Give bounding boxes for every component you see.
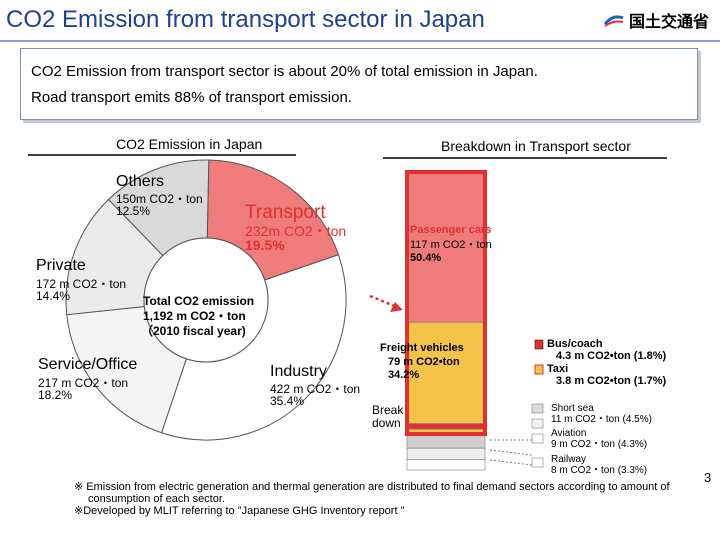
service-pct: 18.2% (38, 388, 73, 402)
dotted-arrow-line (369, 294, 398, 309)
taxi-name: Taxi (547, 363, 569, 375)
service-value: 217 m CO2・ton (38, 376, 129, 390)
transport-name: Transport (245, 202, 326, 223)
taxi-value: 3.8 m CO2•ton (1.7%) (556, 375, 667, 387)
bar-chart (405, 170, 487, 471)
others-pct: 12.5% (116, 204, 151, 218)
service-name: Service/Office (38, 356, 138, 373)
footnote-2: consumption of each sector. (88, 493, 225, 505)
pie-center-hole (143, 237, 269, 363)
title-rule (0, 40, 720, 42)
bus-legend-swatch (534, 339, 544, 350)
private-pct: 14.4% (36, 289, 71, 303)
right-chart-header: Breakdown in Transport sector (441, 138, 631, 154)
logo-text: 国土交通省 (629, 14, 710, 31)
aviation-value: 9 m CO2・ton (4.3%) (551, 439, 648, 450)
industry-value: 422 m CO2・ton (270, 382, 361, 396)
summary-line-1: CO2 Emission from transport sector is ab… (31, 63, 538, 80)
leader-lines (489, 439, 533, 466)
railway-value: 8 m CO2・ton (3.3%) (551, 465, 648, 476)
arrow-head-icon (390, 302, 403, 312)
freight-name: Freight vehicles (380, 342, 464, 354)
mlit-logo: 国土交通省 (603, 8, 709, 32)
bar-segment-railway (406, 459, 486, 471)
bus-value: 4.3 m CO2•ton (1.8%) (556, 350, 667, 362)
total-line-2: 1,192 m CO2・ton (143, 309, 246, 323)
logo-mark-icon (603, 15, 624, 27)
shortsea-legend-swatch (531, 403, 544, 414)
shortsea-value: 11 m CO2・ton (4.5%) (551, 414, 652, 425)
others-value: 150m CO2・ton (116, 192, 203, 206)
bar-segment-bus-coach (406, 423, 486, 430)
transport-pct: 19.5% (245, 237, 285, 253)
road-transport-outline (405, 170, 487, 437)
aviation-name: Aviation (551, 428, 587, 439)
summary-line-2: Road transport emits 88% of transport em… (31, 89, 352, 106)
left-chart-header: CO2 Emission in Japan (116, 136, 263, 152)
industry-name: Industry (270, 363, 327, 380)
summary-box: CO2 Emission from transport sector is ab… (20, 48, 698, 120)
bar-segment-short-sea (406, 433, 486, 449)
passenger-value: 117 m CO2・ton (410, 239, 492, 251)
footnote-3: ※Developed by MLIT referring to "Japanes… (74, 505, 405, 517)
others-name: Others (116, 173, 165, 190)
private-value: 172 m CO2・ton (36, 277, 127, 291)
bus-name: Bus/coach (547, 338, 603, 350)
freight-pct: 34.2% (388, 369, 420, 381)
footnote-1: ※ Emission from electric generation and … (74, 481, 670, 493)
railway-name: Railway (551, 454, 587, 465)
industry-pct: 35.4% (270, 394, 305, 408)
railway-legend-swatch (531, 433, 544, 444)
private-name: Private (36, 257, 86, 274)
breakdown-label-1: Break (372, 403, 404, 417)
total-line-3: （2010 fiscal year) (141, 324, 246, 338)
pie-chart (65, 159, 347, 441)
passenger-name: Passenger cars (410, 224, 492, 236)
page-number: 3 (704, 470, 712, 485)
taxi-legend-swatch (534, 364, 544, 375)
breakdown-label-2: down (372, 416, 401, 430)
passenger-pct: 50.4% (410, 252, 442, 264)
railway-lower-swatch (531, 457, 544, 468)
page-title: CO2 Emission from transport sector in Ja… (6, 6, 485, 33)
transport-value: 232m CO2・ton (245, 223, 347, 239)
shortsea-name: Short sea (551, 403, 594, 414)
freight-value: 79 m CO2•ton (388, 356, 460, 368)
aviation-legend-swatch (531, 418, 544, 429)
bar-segment-aviation (406, 447, 486, 461)
bar-segment-freight-vehicles (406, 321, 486, 424)
total-line-1: Total CO2 emission (143, 294, 255, 308)
